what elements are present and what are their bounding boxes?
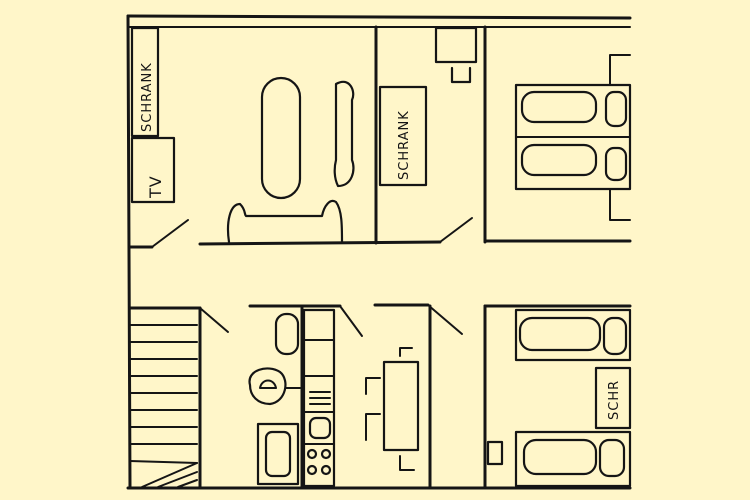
bed-lower-pillow <box>598 438 626 478</box>
wardrobe-hallway: SCHRANK <box>378 85 428 187</box>
top-wall <box>126 14 632 20</box>
left-wall <box>126 14 132 490</box>
nightstand-bottom <box>609 189 631 221</box>
wardrobe-living-outline <box>130 26 160 138</box>
stair-winder <box>157 471 198 488</box>
bed-blanket-bottom <box>520 143 598 177</box>
chair-left-top <box>365 377 381 395</box>
doors <box>151 217 473 337</box>
tv-cabinet-outline <box>130 136 176 204</box>
wardrobe-hallway-outline <box>378 85 428 187</box>
kitchen-sink <box>308 416 332 440</box>
armchair-right <box>333 80 355 188</box>
shower-tray <box>264 430 292 478</box>
bed-upper-blanket <box>518 316 602 352</box>
door-living <box>151 219 189 248</box>
wardrobe-hallway-label: SCHRANK <box>397 110 412 180</box>
bed-lower-blanket <box>522 438 598 476</box>
kitchen-counter <box>302 308 336 488</box>
bedroom-2: SCHR <box>486 308 632 488</box>
nightstand-lower <box>486 440 504 466</box>
staircase <box>129 324 198 488</box>
dining-table <box>382 360 420 452</box>
shower <box>256 422 300 486</box>
bed-blanket-top <box>520 90 598 124</box>
hall-stool <box>450 66 472 84</box>
chair-left-bottom <box>365 413 381 441</box>
pillow-bottom <box>604 146 628 182</box>
counter-outline <box>302 308 336 488</box>
bed-upper-frame <box>514 308 632 362</box>
corridor-wall-segment <box>198 240 442 246</box>
wardrobe-bedroom-outline <box>594 366 632 430</box>
stove-burner <box>320 464 332 476</box>
door-bath <box>339 305 363 337</box>
corridor-walls <box>128 239 632 310</box>
chair-bottom <box>399 455 415 471</box>
chair-top <box>399 347 413 357</box>
sink-bowl <box>259 379 277 389</box>
nightstand-top <box>609 54 631 86</box>
stair-step <box>129 460 198 464</box>
dining-area <box>365 347 420 471</box>
stove-burner <box>306 464 318 476</box>
bed-lower-frame <box>514 430 632 488</box>
hall-table <box>434 26 478 64</box>
door-stairs <box>199 307 229 333</box>
bed-upper-pillow <box>602 316 628 356</box>
coffee-table <box>260 76 302 200</box>
wardrobe-bedroom-label: SCHR <box>607 380 622 420</box>
wardrobe-living-room: SCHRANK <box>130 26 160 138</box>
tv-cabinet: TV <box>130 136 176 204</box>
sink <box>248 367 287 406</box>
sofa <box>226 199 344 244</box>
bathroom <box>248 312 301 486</box>
double-bed <box>514 54 632 221</box>
stair-winder <box>177 479 198 488</box>
wardrobe-living-label: SCHRANK <box>140 62 155 132</box>
tv-label: TV <box>146 175 165 199</box>
stove-burner <box>306 448 318 460</box>
stair-winder <box>141 462 198 488</box>
interior-walls <box>198 25 487 489</box>
stove-burner <box>320 448 332 460</box>
outer-walls <box>126 14 632 490</box>
pillow-top <box>604 90 628 128</box>
door-bedroom <box>439 217 473 243</box>
toilet <box>274 312 300 356</box>
door-kitchen <box>427 304 463 335</box>
